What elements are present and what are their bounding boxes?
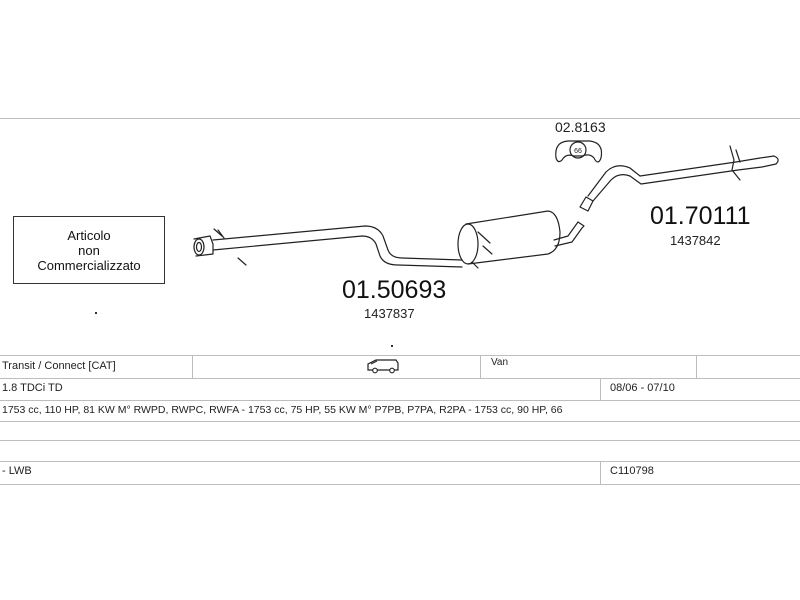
front-pipe-drawing bbox=[193, 225, 463, 268]
diagram-top-border bbox=[0, 118, 800, 119]
table-line-2 bbox=[0, 378, 800, 379]
article-label-line3: Commercializzato bbox=[37, 257, 141, 273]
vehicle-model: Transit / Connect [CAT] bbox=[2, 360, 116, 372]
mounting-badge-number: 66 bbox=[574, 148, 582, 155]
table-line-3 bbox=[0, 400, 800, 401]
table-divider bbox=[600, 461, 601, 484]
table-line-6 bbox=[0, 461, 800, 462]
engine-type: 1.8 TDCi TD bbox=[2, 382, 63, 394]
article-not-available-box: Articolo non Commercializzato bbox=[13, 216, 165, 284]
dot-mark bbox=[95, 312, 97, 314]
front-pipe-oe-number: 1437837 bbox=[364, 306, 415, 321]
rear-pipe-oe-number: 1437842 bbox=[670, 233, 721, 248]
table-divider bbox=[696, 355, 697, 378]
table-line-7 bbox=[0, 484, 800, 485]
production-dates: 08/06 - 07/10 bbox=[610, 382, 675, 394]
exhaust-system-drawing: 66 bbox=[193, 140, 779, 269]
table-divider bbox=[192, 355, 193, 378]
exhaust-diagram: 66 Articolo non Commercializzato 01.5069… bbox=[0, 118, 800, 347]
mounting-rubber-drawing bbox=[555, 140, 603, 163]
engine-specs: 1753 cc, 110 HP, 81 KW M° RWPD, RWPC, RW… bbox=[2, 404, 563, 416]
vehicle-variant: - LWB bbox=[2, 465, 32, 477]
table-line-4 bbox=[0, 421, 800, 422]
middle-silencer-drawing bbox=[457, 210, 585, 269]
van-icon bbox=[367, 359, 399, 374]
table-divider bbox=[600, 378, 601, 400]
table-line-1 bbox=[0, 355, 800, 356]
rear-pipe-drawing bbox=[579, 145, 779, 212]
table-divider bbox=[480, 355, 481, 378]
body-type: Van bbox=[491, 357, 509, 368]
mounting-part-code[interactable]: 02.8163 bbox=[555, 119, 606, 135]
front-pipe-part-code[interactable]: 01.50693 bbox=[342, 276, 447, 304]
article-label-line1: Articolo bbox=[67, 227, 111, 243]
article-label-line2: non bbox=[78, 242, 100, 258]
table-line-5 bbox=[0, 440, 800, 441]
dot-mark-2 bbox=[391, 345, 393, 347]
rear-pipe-part-code[interactable]: 01.70111 bbox=[650, 202, 751, 230]
catalog-code: C110798 bbox=[610, 465, 654, 477]
